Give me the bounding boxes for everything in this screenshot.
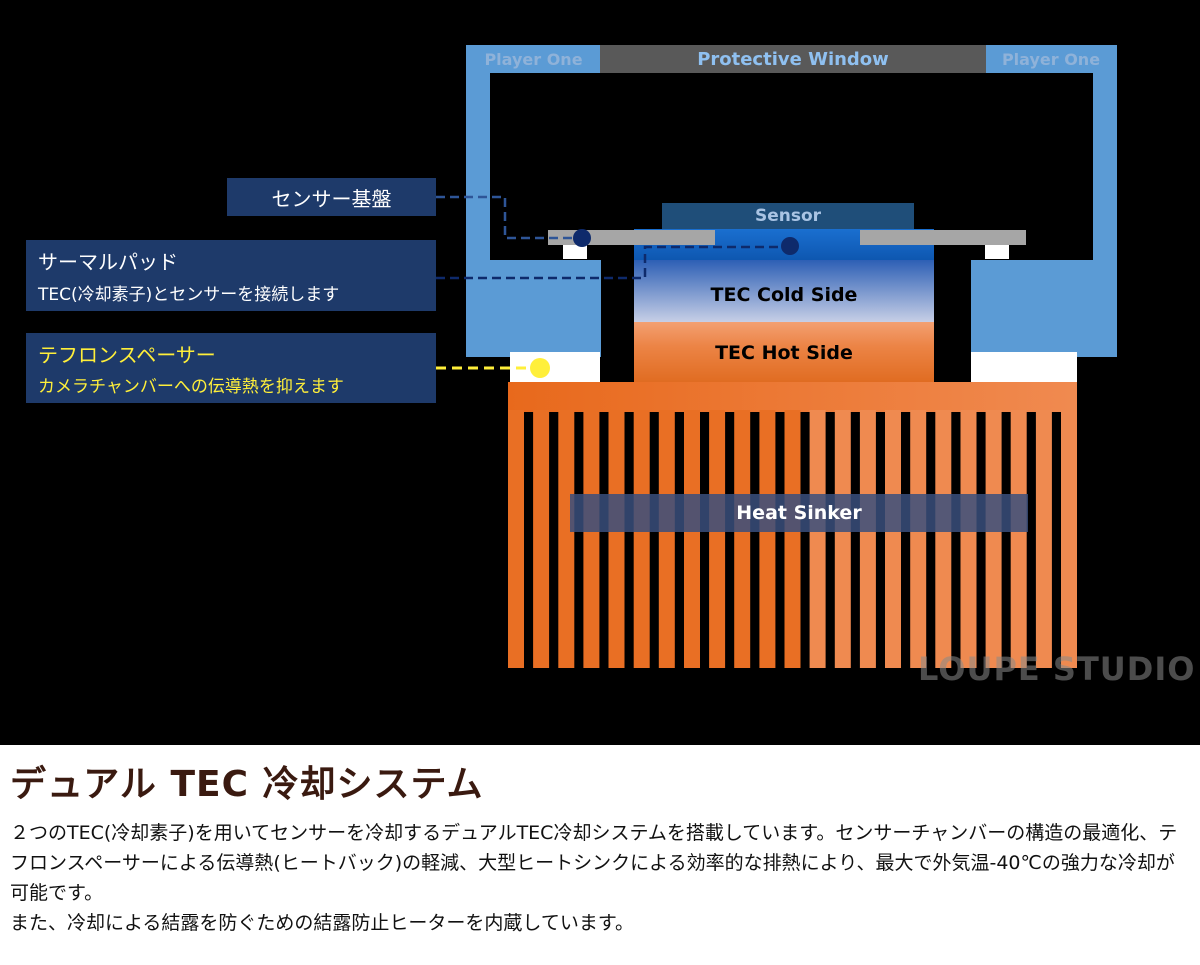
heat-sink-fin [1035, 410, 1052, 668]
description-line-1: ２つのTEC(冷却素子)を用いてセンサーを冷却するデュアルTEC冷却システムを搭… [10, 822, 1178, 904]
callout-teflon-spacer-desc: カメラチャンバーへの伝導熱を抑えます [38, 377, 344, 397]
heat-sink-fin [1010, 410, 1027, 668]
description: ２つのTEC(冷却素子)を用いてセンサーを冷却するデュアルTEC冷却システムを搭… [10, 818, 1190, 938]
cooling-diagram: Player One Protective Window Player One … [0, 0, 1200, 745]
callout-teflon-spacer-title: テフロンスペーサー [38, 343, 216, 367]
heat-sink-fin [910, 410, 927, 668]
heat-sink-fin [533, 410, 550, 668]
protective-window-label: Protective Window [697, 48, 889, 70]
callout-thermal-pad-desc: TEC(冷却素子)とセンサーを接続します [38, 285, 340, 305]
sensor-board-marker [573, 229, 591, 247]
heat-sink-fin [1061, 410, 1077, 668]
heat-sink-fin [508, 410, 524, 668]
callout-thermal-pad-title: サーマルパッド [38, 250, 178, 274]
callout-sensor-board: センサー基盤 [227, 178, 436, 216]
tec-hot-side-label: TEC Hot Side [715, 342, 853, 364]
heat-sink-fin [985, 410, 1002, 668]
sensor-board-right [860, 230, 1026, 245]
tec-cold-side-label: TEC Cold Side [710, 284, 858, 306]
heat-sink-fin [558, 410, 575, 668]
heat-sink-fin [608, 410, 625, 668]
sensor-label: Sensor [754, 206, 822, 226]
callout-thermal-pad: サーマルパッド TEC(冷却素子)とセンサーを接続します [26, 240, 436, 311]
heat-sink-fin [935, 410, 952, 668]
tec-hot-block [634, 322, 934, 382]
heat-sink-fin [658, 410, 675, 668]
pad-left [563, 245, 587, 259]
heat-sink-fin [633, 410, 650, 668]
housing-frame [466, 45, 1117, 357]
callout-sensor-board-title: センサー基盤 [271, 186, 392, 211]
callout-teflon-spacer: テフロンスペーサー カメラチャンバーへの伝導熱を抑えます [26, 333, 436, 403]
diagram-graphics [436, 45, 1117, 668]
heat-sink-fin [684, 410, 700, 668]
heat-sink-fin [834, 410, 851, 668]
heat-sink-fin [960, 410, 977, 668]
teflon-spacer-right [971, 352, 1077, 382]
pad-right [985, 245, 1009, 259]
heat-sink-fin [583, 410, 600, 668]
heat-sink-fin [885, 410, 901, 668]
heat-sink-fin [759, 410, 776, 668]
heat-sink-fin [709, 410, 726, 668]
description-line-2: また、冷却による結露を防ぐための結露防止ヒーターを内蔵しています。 [10, 912, 634, 934]
callout-lines [436, 195, 790, 370]
player-one-left-label: Player One [484, 49, 583, 69]
teflon-spacer-marker [530, 358, 550, 378]
heat-sink [508, 382, 1077, 668]
heat-sink-fin [784, 410, 801, 668]
thermal-pad-marker [781, 237, 799, 255]
sensor-top [662, 203, 914, 229]
player-one-right-label: Player One [1001, 49, 1101, 69]
heat-sinker-label-bg [570, 494, 1028, 532]
page-title: デュアル TEC 冷却システム [10, 764, 484, 805]
heat-sink-fin [859, 410, 876, 668]
heat-sink-fin [809, 410, 826, 668]
tec-cold-block [634, 260, 934, 322]
protective-window [600, 45, 986, 73]
heat-sink-fin [734, 410, 751, 668]
heat-sinker-label: Heat Sinker [736, 502, 862, 524]
watermark: LOUPE STUDIO [918, 650, 1196, 688]
